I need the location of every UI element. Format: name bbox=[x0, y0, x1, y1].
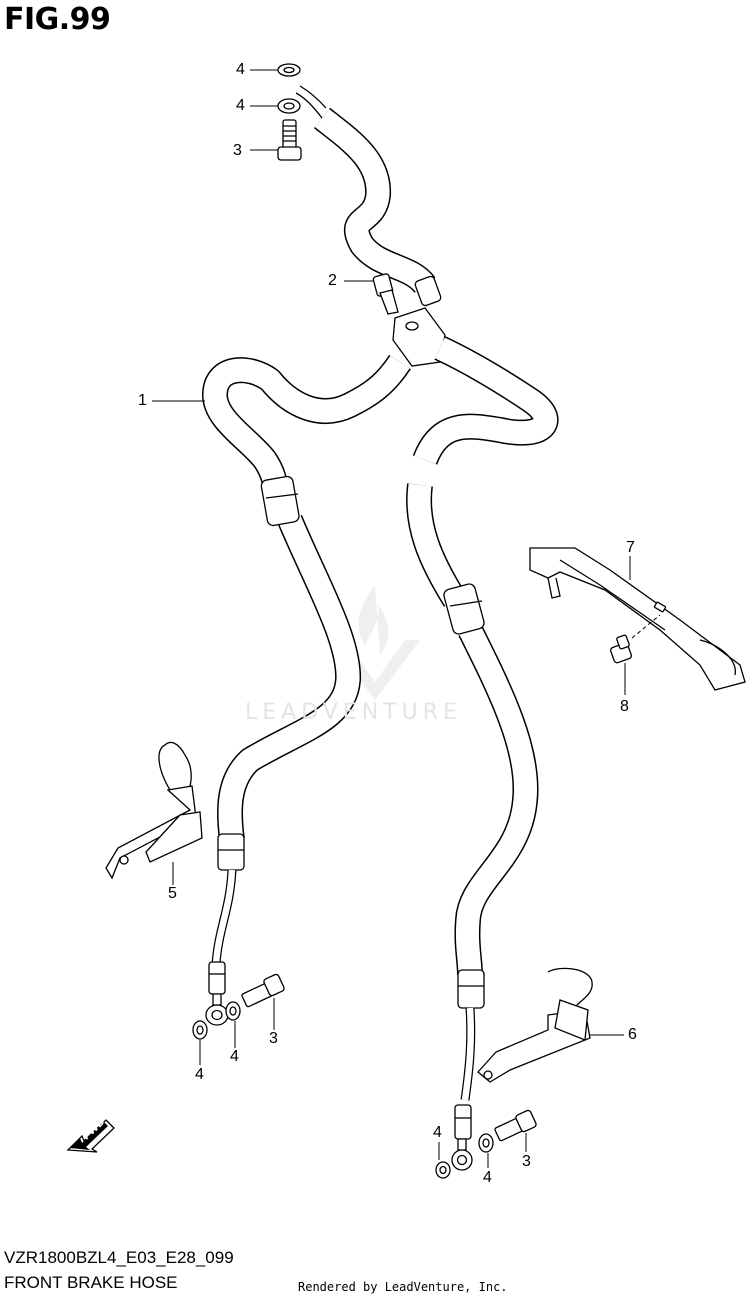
upper-brake-hose bbox=[295, 85, 442, 307]
diagram-name: FRONT BRAKE HOSE bbox=[4, 1273, 178, 1292]
left-brake-hose bbox=[202, 354, 411, 1026]
right-caliper-fittings bbox=[435, 1109, 537, 1179]
three-way-joint bbox=[372, 273, 446, 367]
left-caliper-fittings bbox=[192, 973, 285, 1040]
callout-4-left-upper-washer: 4 bbox=[230, 1048, 239, 1065]
callout-4-top-washer: 4 bbox=[236, 61, 245, 78]
callout-2-joint-bolt: 2 bbox=[328, 272, 337, 289]
callout-3-right-bolt: 3 bbox=[522, 1153, 531, 1170]
callout-3-left-bolt: 3 bbox=[269, 1030, 278, 1047]
figure-title: FIG.99 bbox=[4, 2, 111, 37]
leader-lines bbox=[152, 69, 631, 1168]
diagram-code: VZR1800BZL4_E03_E28_099 bbox=[4, 1248, 234, 1267]
callout-4-right-lower-washer: 4 bbox=[433, 1124, 442, 1141]
clamp-bolt bbox=[610, 614, 661, 664]
callout-8-clamp-bolt: 8 bbox=[620, 698, 629, 715]
upper-banjo-fittings bbox=[277, 63, 302, 161]
right-brake-hose bbox=[406, 336, 559, 1171]
fwd-direction-arrow bbox=[66, 1119, 115, 1153]
render-credit: Rendered by LeadVenture, Inc. bbox=[298, 1280, 508, 1294]
callout-5-left-bracket: 5 bbox=[168, 885, 177, 902]
callout-6-right-bracket: 6 bbox=[628, 1026, 637, 1043]
callout-3-upper-bolt: 3 bbox=[233, 142, 242, 159]
right-hose-bracket bbox=[477, 967, 593, 1083]
callout-4-left-lower-washer: 4 bbox=[195, 1066, 204, 1083]
left-hose-bracket bbox=[105, 741, 203, 880]
callout-1-brake-hose: 1 bbox=[138, 392, 147, 409]
watermark-text: LEADVENTURE bbox=[245, 700, 462, 725]
callout-4-upper-washer: 4 bbox=[236, 97, 245, 114]
callout-4-right-upper-washer: 4 bbox=[483, 1169, 492, 1186]
callout-7-clamp-bracket: 7 bbox=[626, 539, 635, 556]
upper-clamp-bracket bbox=[529, 547, 746, 691]
